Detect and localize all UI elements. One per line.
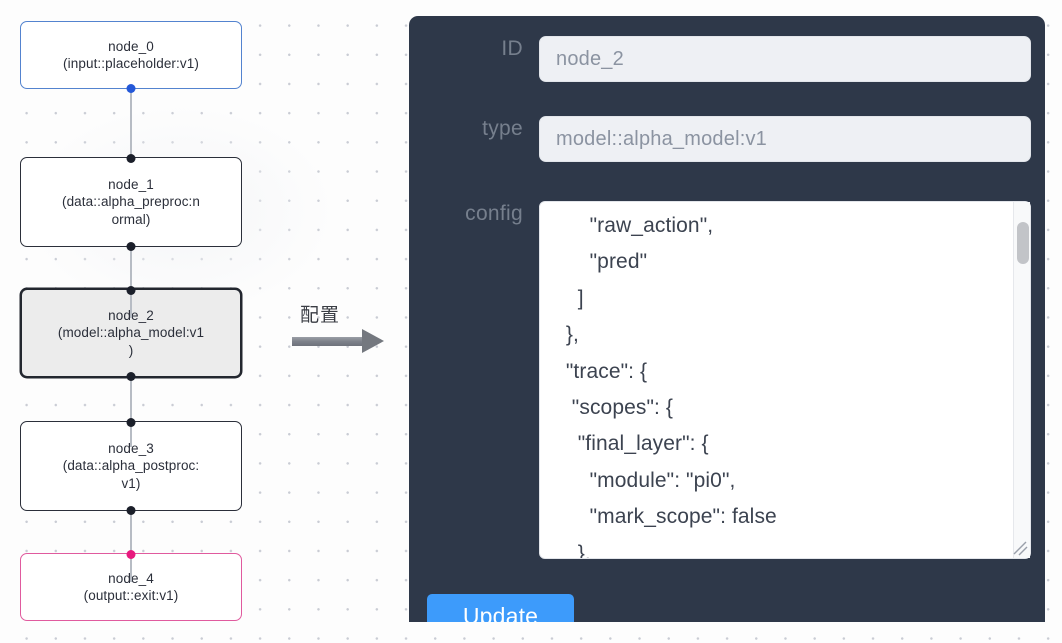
flow-node-label: node_1 (data::alpha_preproc:n ormal) xyxy=(61,176,201,227)
arrow-head-icon xyxy=(362,329,384,353)
arrow-shaft xyxy=(292,337,364,346)
flow-node-label: node_2 (model::alpha_model:v1 ) xyxy=(57,308,205,358)
config-field-label: config xyxy=(465,202,523,225)
node-handle-target[interactable] xyxy=(126,153,136,163)
flow-node-label: node_0 (input::placeholder:v1) xyxy=(63,38,199,72)
flow-node-label: node_3 (data::alpha_postproc: v1) xyxy=(62,440,200,491)
node-handle-target[interactable] xyxy=(126,549,136,559)
type-input[interactable]: model::alpha_model:v1 xyxy=(539,116,1031,162)
node-handle-source[interactable] xyxy=(126,83,136,93)
node-config-panel: ID node_2 type model::alpha_model:v1 con… xyxy=(409,16,1045,622)
id-field-label: ID xyxy=(501,37,523,60)
edge-node0-node1 xyxy=(130,88,132,160)
config-scrollbar-thumb[interactable] xyxy=(1017,222,1029,264)
node-handle-source[interactable] xyxy=(126,371,136,381)
flow-node-node_1[interactable]: node_1 (data::alpha_preproc:n ormal) xyxy=(20,153,242,251)
edge-node3-node4 xyxy=(130,510,132,582)
config-textarea-wrapper: "raw_action", "pred" ] }, "trace": { "sc… xyxy=(539,201,1031,559)
field-row-id: ID node_2 xyxy=(427,36,1031,82)
edge-node1-node2 xyxy=(130,246,132,318)
arrow-label: 配置 xyxy=(300,304,341,326)
node-handle-target[interactable] xyxy=(126,285,136,295)
field-row-config: config "raw_action", "pred" ] }, "trace"… xyxy=(427,201,1031,559)
node-handle-source[interactable] xyxy=(126,241,136,251)
annotation-arrow: 配置 xyxy=(292,300,392,360)
node-handle-target[interactable] xyxy=(126,417,136,427)
field-row-type: type model::alpha_model:v1 xyxy=(427,116,1031,162)
flow-node-node_0[interactable]: node_0 (input::placeholder:v1) xyxy=(20,21,242,93)
config-textarea[interactable]: "raw_action", "pred" ] }, "trace": { "sc… xyxy=(539,201,1031,559)
edge-node2-node3 xyxy=(130,375,132,447)
update-button[interactable]: Update xyxy=(427,594,574,622)
type-field-label: type xyxy=(482,117,523,140)
id-input[interactable]: node_2 xyxy=(539,36,1031,82)
node-handle-source[interactable] xyxy=(126,505,136,515)
config-scrollbar[interactable] xyxy=(1013,202,1030,558)
